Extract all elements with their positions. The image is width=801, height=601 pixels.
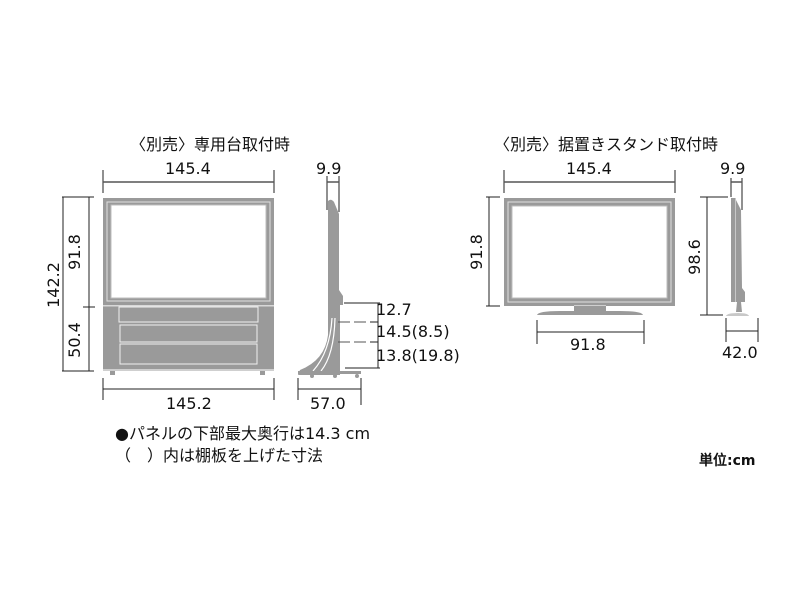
left-screen-height: 91.8 [64, 234, 84, 270]
left-width-top: 145.4 [165, 159, 211, 178]
shelf-1-height: 12.7 [376, 300, 412, 319]
unit-label: 単位:cm [699, 453, 756, 469]
right-front-view [486, 170, 676, 344]
left-stand-depth: 57.0 [310, 394, 346, 413]
right-depth-top: 9.9 [720, 159, 746, 178]
left-total-height: 142.2 [43, 262, 63, 308]
right-screen-height: 91.8 [466, 234, 486, 270]
shelf-3-height: 13.8(19.8) [376, 346, 460, 365]
right-side-view [700, 178, 759, 342]
shelf-2-height: 14.5(8.5) [376, 322, 450, 341]
right-stand-width: 91.8 [570, 335, 606, 354]
left-width-bottom: 145.2 [166, 394, 212, 413]
right-stand-depth: 42.0 [722, 343, 758, 362]
left-diagram-title: 〈別売〉専用台取付時 [130, 135, 291, 154]
note-panel-depth: ●パネルの下部最大奥行は14.3 cm [115, 424, 371, 443]
left-stand-height: 50.4 [64, 322, 84, 358]
left-side-view [297, 176, 380, 405]
left-front-view [62, 170, 275, 400]
right-width-top: 145.4 [566, 159, 612, 178]
note-shelf-raised: （ ）内は棚板を上げた寸法 [115, 446, 324, 465]
left-depth-top: 9.9 [316, 159, 342, 178]
right-diagram-title: 〈別売〉据置きスタンド取付時 [494, 135, 719, 154]
right-total-height: 98.6 [684, 239, 704, 275]
